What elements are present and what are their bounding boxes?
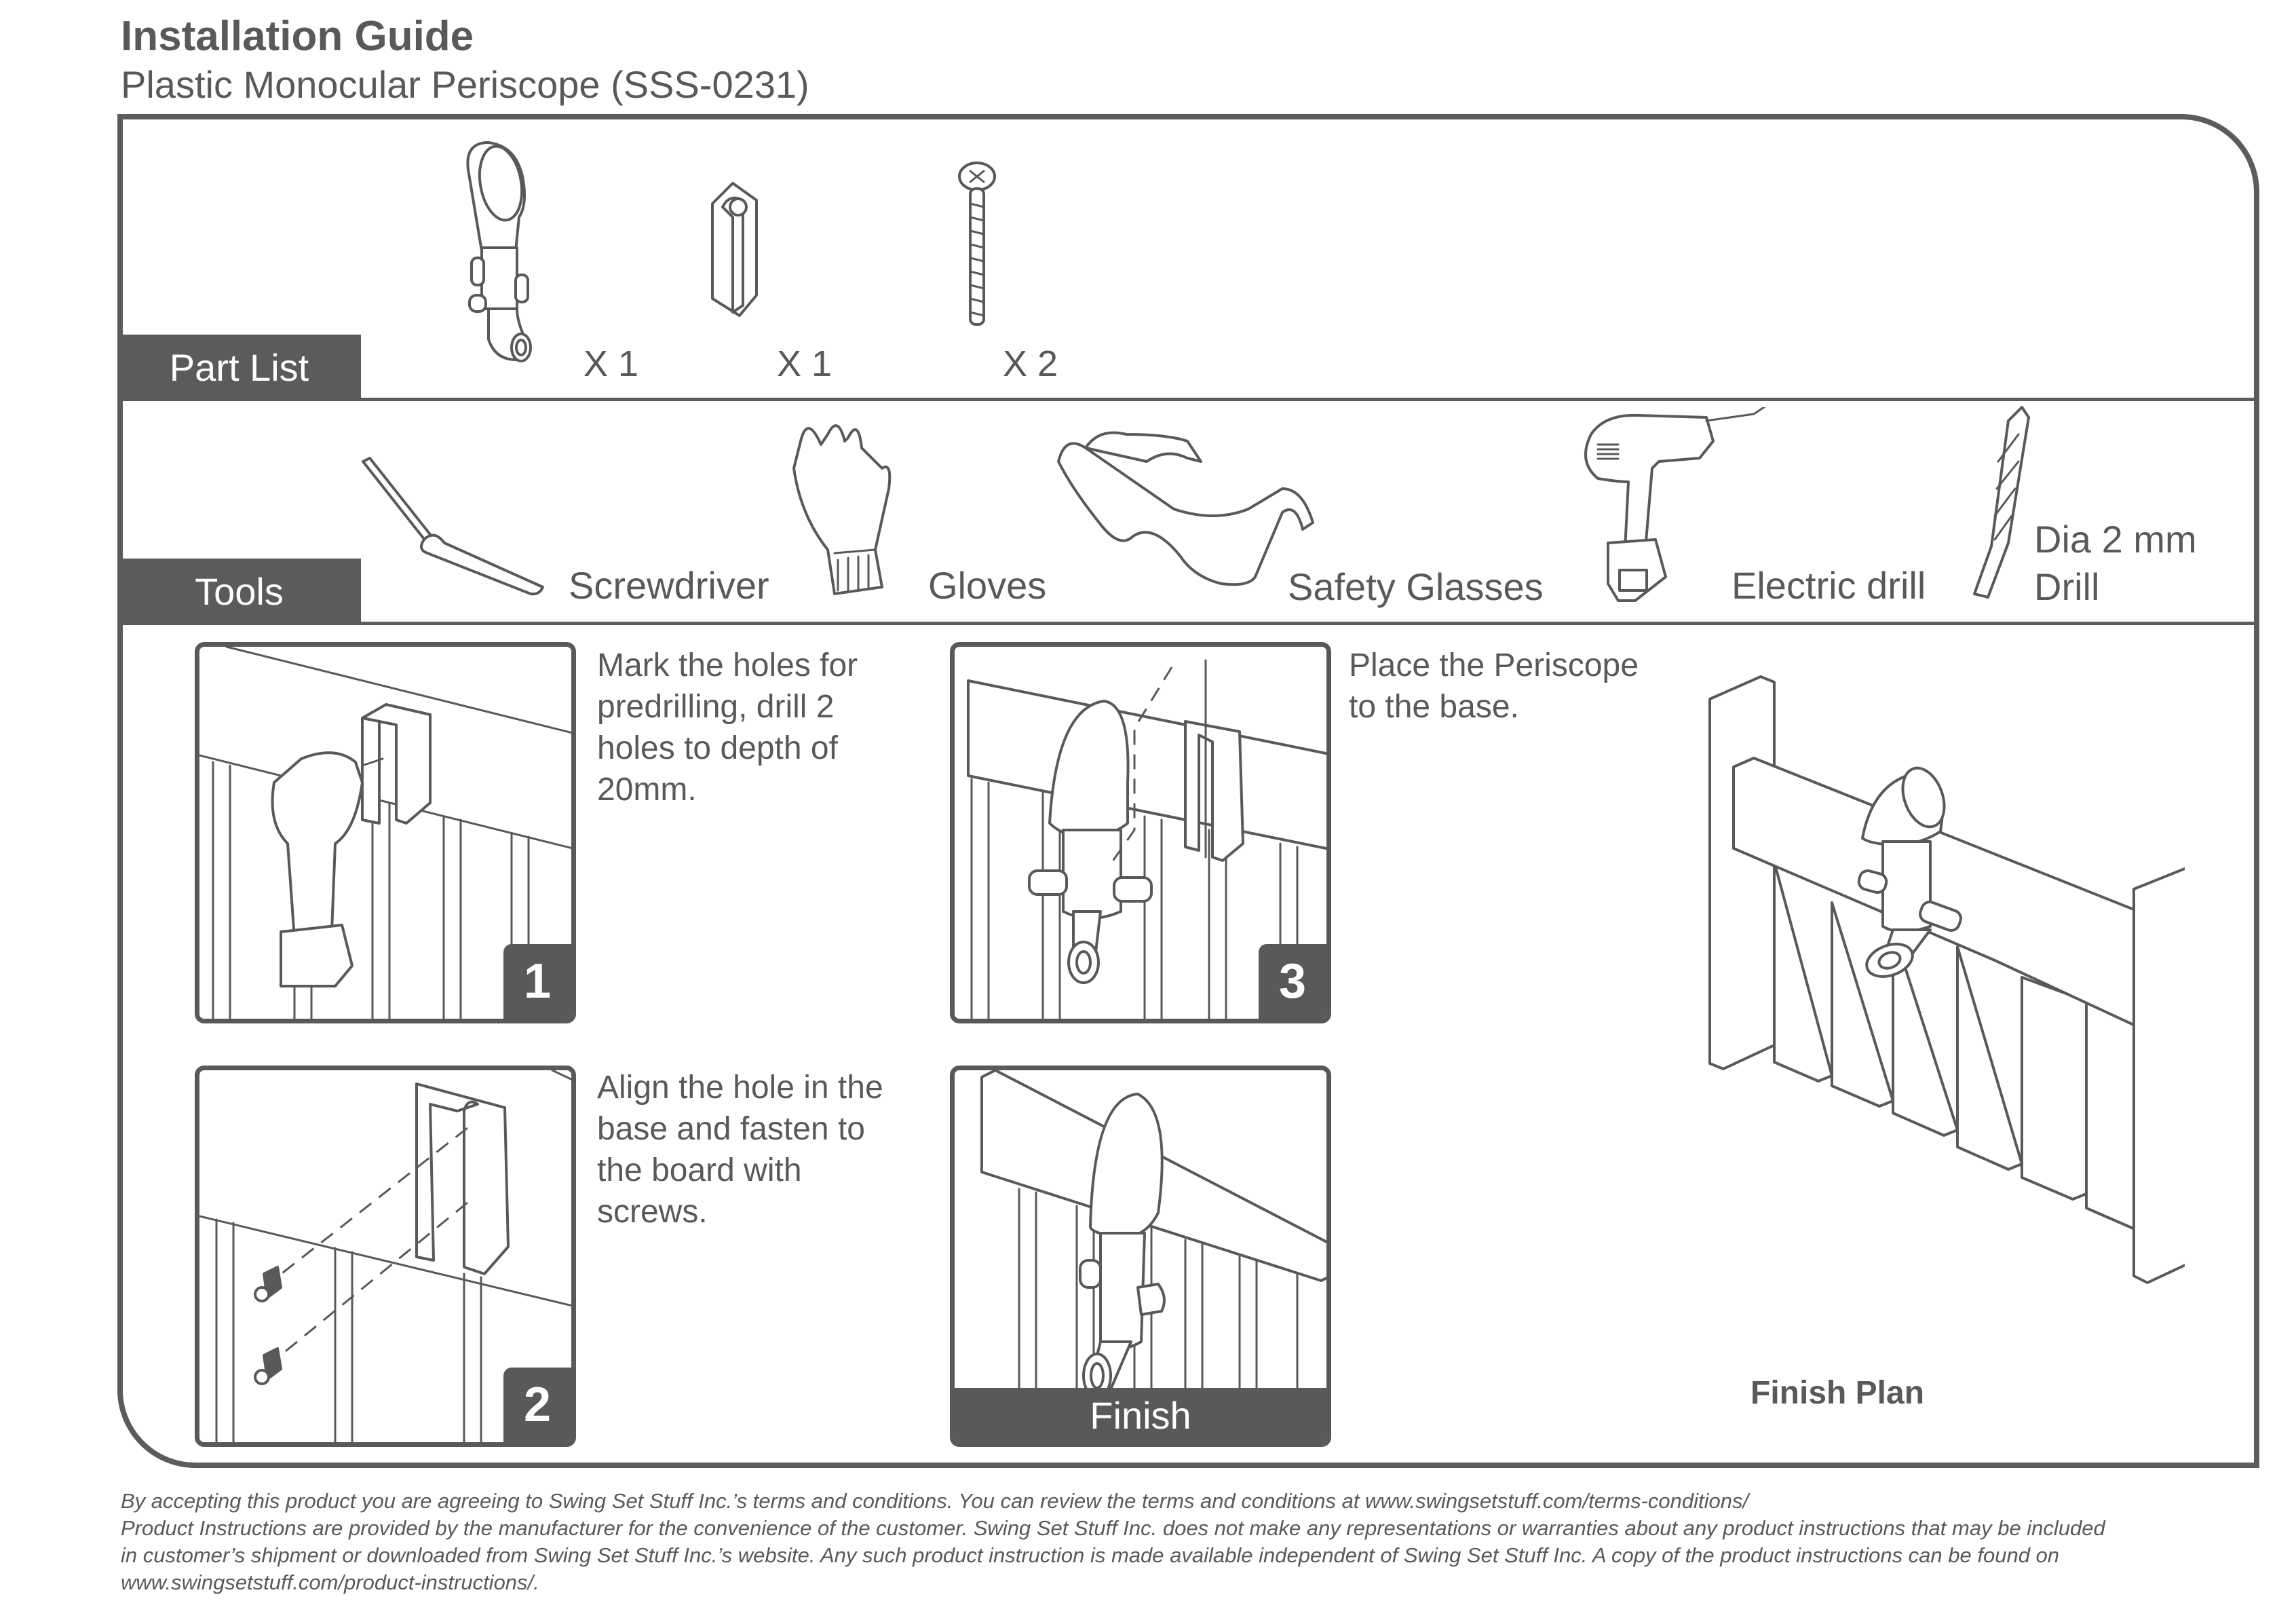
footer-line: Product Instructions are provided by the… xyxy=(121,1516,2105,1540)
part-list-label: Part List xyxy=(117,335,361,400)
page-title: Installation Guide xyxy=(121,13,474,60)
step-1-text: Mark the holes for predrilling, drill 2 … xyxy=(597,647,858,808)
tool-label: Safety Glasses xyxy=(1288,565,1544,608)
base-bracket-icon xyxy=(711,182,758,317)
part-quantity: X 1 xyxy=(583,343,639,384)
finish-plan-label: Finish Plan xyxy=(1750,1375,1925,1411)
installed-periscope-illustration xyxy=(980,1070,1326,1399)
tool-label: Screwdriver xyxy=(569,564,769,607)
tool-label-drill: Dia 2 mm Drill xyxy=(2034,516,2197,611)
tool-label: Electric drill xyxy=(1731,564,1926,607)
place-periscope-illustration xyxy=(967,659,1326,1019)
section-divider xyxy=(117,622,2259,625)
tools-label: Tools xyxy=(117,559,361,624)
step-3-illustration: 3 xyxy=(950,642,1331,1023)
step-number-badge: 3 xyxy=(1259,944,1326,1019)
footer-line: in customer’s shipment or downloaded fro… xyxy=(121,1543,2060,1567)
page-subtitle: Plastic Monocular Periscope (SSS-0231) xyxy=(121,63,809,106)
footer-line: By accepting this product you are agreei… xyxy=(121,1489,1749,1513)
fasten-base-illustration xyxy=(199,1070,571,1442)
part-quantity: X 1 xyxy=(777,343,833,384)
step-number-badge: 1 xyxy=(503,944,571,1019)
tool-label: Gloves xyxy=(928,564,1047,607)
finish-plan-illustration xyxy=(1708,675,2185,1284)
step-2-illustration: 2 xyxy=(195,1066,576,1447)
step-number-badge: 2 xyxy=(503,1368,571,1442)
tool-label-line: Dia 2 mm xyxy=(2034,518,2197,561)
part-quantity: X 2 xyxy=(1003,343,1058,384)
drill-into-board-illustration xyxy=(199,647,571,1019)
step-3-text: Place the Periscope to the base. xyxy=(1349,647,1639,725)
electric-drill-icon xyxy=(1584,407,1765,602)
footer-line: www.swingsetstuff.com/product-instructio… xyxy=(121,1570,539,1594)
gloves-icon xyxy=(792,424,892,595)
finish-illustration: Finish xyxy=(950,1066,1331,1447)
drill-bit-icon xyxy=(1973,406,2030,599)
periscope-icon xyxy=(466,141,532,362)
tool-label-line: Drill xyxy=(2034,565,2100,608)
legal-footer: By accepting this product you are agreei… xyxy=(121,1488,2278,1596)
step-2-text: Align the hole in the base and fasten to… xyxy=(597,1070,883,1230)
instruction-frame xyxy=(117,114,2259,1468)
finish-label: Finish xyxy=(955,1388,1326,1442)
section-divider xyxy=(117,398,2259,401)
screw-icon xyxy=(958,162,996,326)
screwdriver-icon xyxy=(362,457,544,596)
safety-glasses-icon xyxy=(1057,431,1314,586)
step-1-illustration: 1 xyxy=(195,642,576,1023)
